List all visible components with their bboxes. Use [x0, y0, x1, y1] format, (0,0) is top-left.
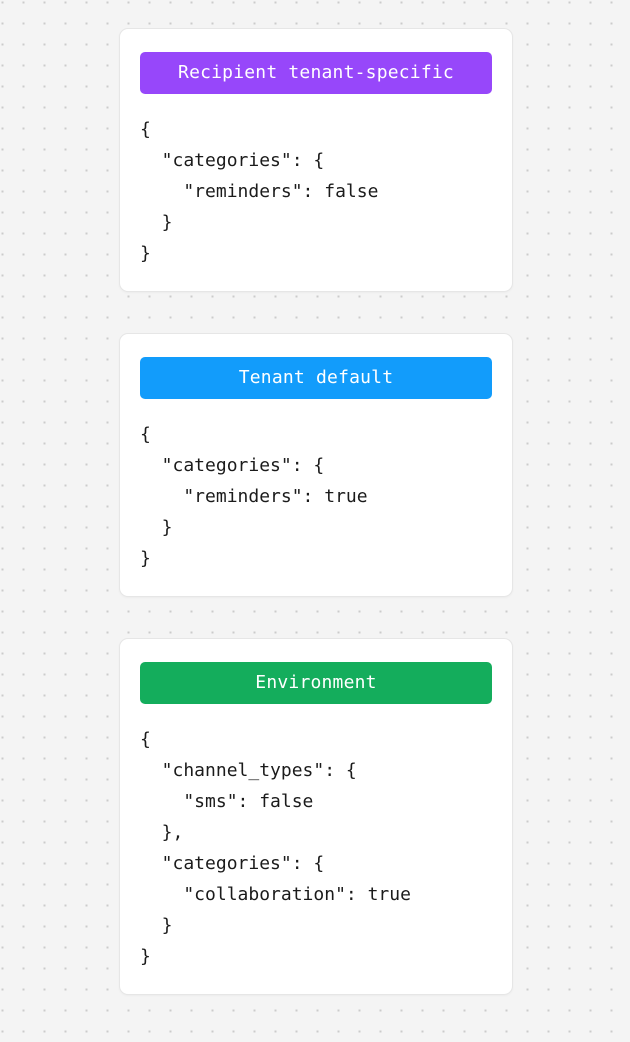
json-line: } — [140, 946, 151, 967]
preference-card-environment: Environment{ "channel_types": { "sms": f… — [119, 638, 513, 995]
preference-layer-stack: Recipient tenant-specific{ "categories":… — [119, 28, 513, 995]
json-line: { — [140, 119, 151, 140]
json-line: "categories": { — [140, 853, 325, 874]
card-json-body-tenant-default: { "categories": { "reminders": true }} — [140, 399, 492, 574]
json-line: "channel_types": { — [140, 760, 357, 781]
json-line: }, — [140, 822, 184, 843]
card-json-body-recipient-tenant-specific: { "categories": { "reminders": false }} — [140, 94, 492, 269]
json-line: { — [140, 424, 151, 445]
preference-card-recipient-tenant-specific: Recipient tenant-specific{ "categories":… — [119, 28, 513, 292]
json-line: "reminders": false — [140, 181, 379, 202]
json-line: } — [140, 915, 173, 936]
json-line: "sms": false — [140, 791, 314, 812]
json-line: } — [140, 212, 173, 233]
json-line: { — [140, 729, 151, 750]
json-line: } — [140, 548, 151, 569]
json-line: } — [140, 243, 151, 264]
card-header-recipient-tenant-specific[interactable]: Recipient tenant-specific — [140, 52, 492, 94]
json-line: "collaboration": true — [140, 884, 411, 905]
json-line: "categories": { — [140, 150, 325, 171]
card-json-body-environment: { "channel_types": { "sms": false }, "ca… — [140, 704, 492, 972]
card-header-environment[interactable]: Environment — [140, 662, 492, 704]
preference-card-tenant-default: Tenant default{ "categories": { "reminde… — [119, 333, 513, 597]
card-header-tenant-default[interactable]: Tenant default — [140, 357, 492, 399]
json-line: } — [140, 517, 173, 538]
json-line: "reminders": true — [140, 486, 368, 507]
json-line: "categories": { — [140, 455, 325, 476]
